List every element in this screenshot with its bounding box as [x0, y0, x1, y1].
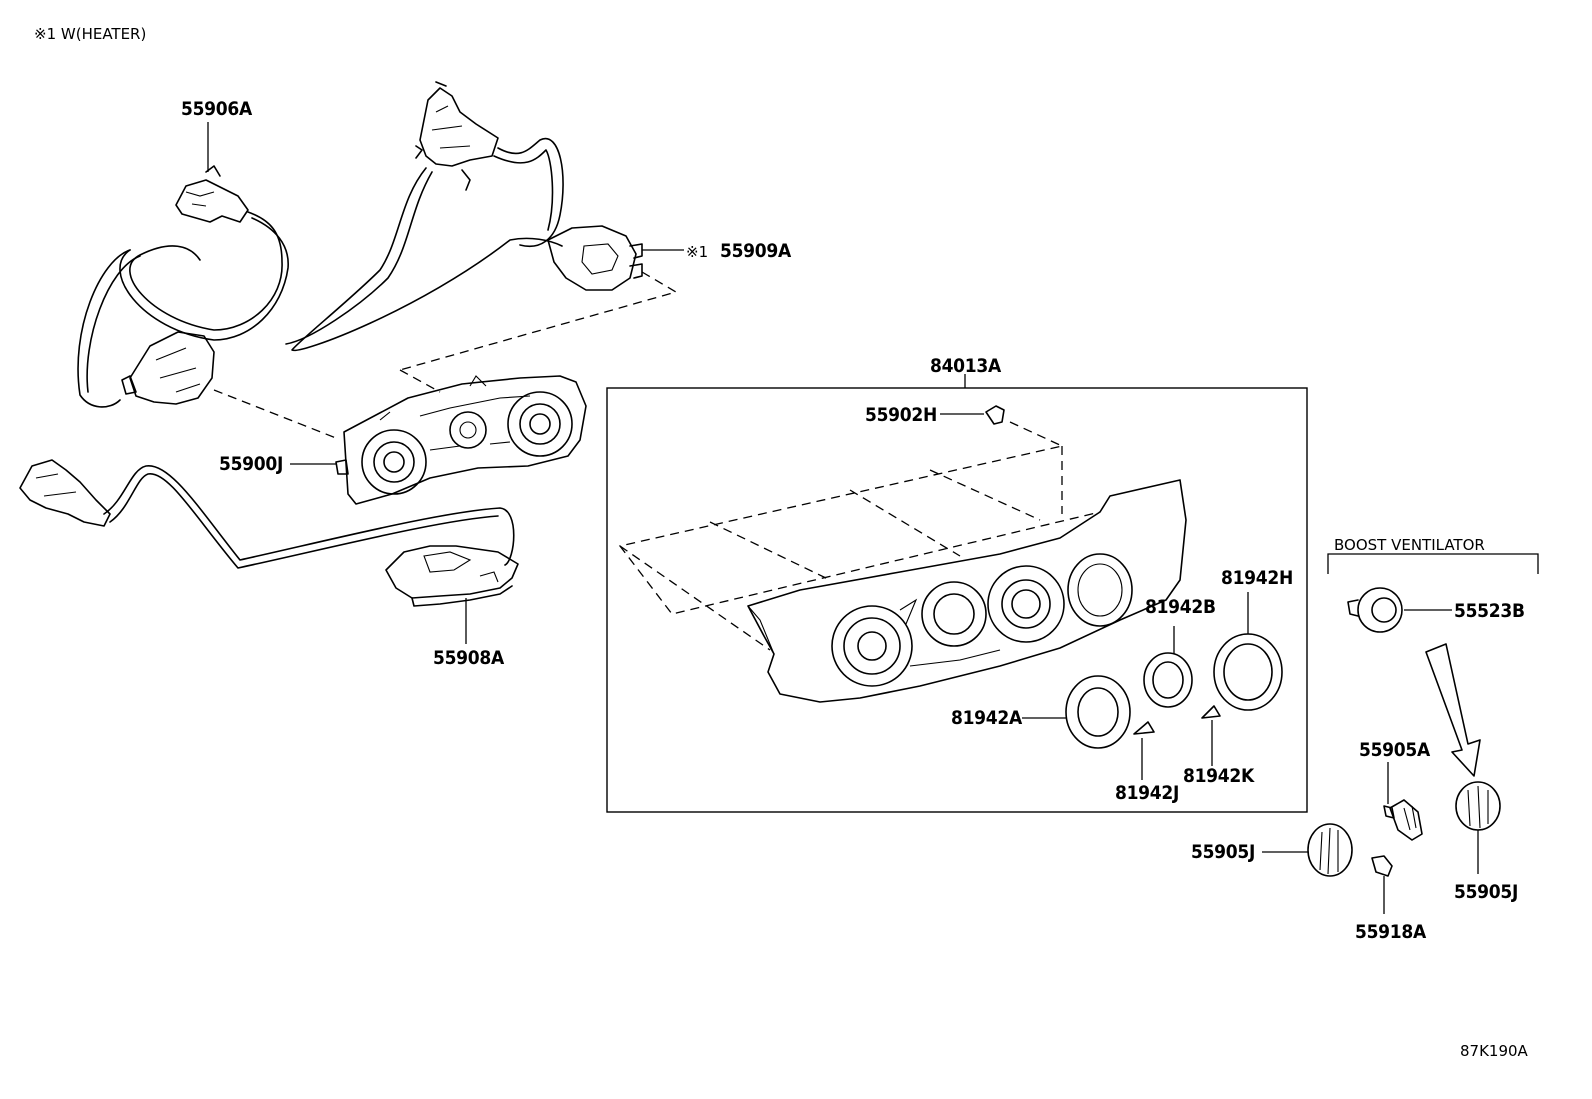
heater-note: ※1 W(HEATER) [34, 25, 146, 43]
part-55523B [1347, 587, 1403, 633]
part-55908A [385, 545, 519, 607]
direction-arrow [1425, 643, 1481, 777]
part-81942K [1201, 705, 1221, 719]
reference-lines-left [213, 271, 678, 439]
label-55905A: 55905A [1359, 739, 1431, 761]
ring-81942A [1065, 675, 1131, 749]
label-55900J: 55900J [219, 453, 283, 475]
ring-81942B [1143, 652, 1193, 708]
control-assembly-55900J [335, 375, 587, 505]
label-81942H: 81942H [1221, 567, 1293, 589]
knob-55905A [1383, 799, 1423, 841]
figure-code: 87K190A [1460, 1042, 1529, 1060]
cable-assembly-55909A [285, 81, 643, 352]
knob-55905J-right [1455, 781, 1501, 831]
clip-55902H [985, 405, 1005, 425]
label-81942A: 81942A [951, 707, 1023, 729]
label-55905J-right: 55905J [1454, 881, 1518, 903]
group-box-84013A [606, 387, 1308, 813]
ring-81942H [1213, 633, 1283, 711]
label-55918A: 55918A [1355, 921, 1427, 943]
label-55523B: 55523B [1454, 600, 1525, 622]
part-55918A [1371, 855, 1393, 877]
label-84013A: 84013A [930, 355, 1002, 377]
label-boost-ventilator: BOOST VENTILATOR [1334, 536, 1485, 554]
heater-mark: ※1 [686, 243, 708, 261]
label-55908A: 55908A [433, 647, 505, 669]
label-81942B: 81942B [1145, 596, 1216, 618]
control-panel-bezel [747, 479, 1187, 703]
label-81942J: 81942J [1115, 782, 1179, 804]
label-55909A: 55909A [720, 240, 792, 262]
knob-55905J-left [1307, 823, 1353, 877]
label-55906A: 55906A [181, 98, 253, 120]
label-55905J-left: 55905J [1191, 841, 1255, 863]
reference-lines-group [618, 421, 1101, 651]
label-81942K: 81942K [1183, 765, 1255, 787]
label-55902H: 55902H [865, 404, 937, 426]
cable-assembly-55906A [77, 165, 289, 408]
boost-ventilator-bracket [1327, 553, 1539, 574]
part-81942J [1133, 721, 1155, 735]
cable-assembly-lower [19, 459, 515, 569]
